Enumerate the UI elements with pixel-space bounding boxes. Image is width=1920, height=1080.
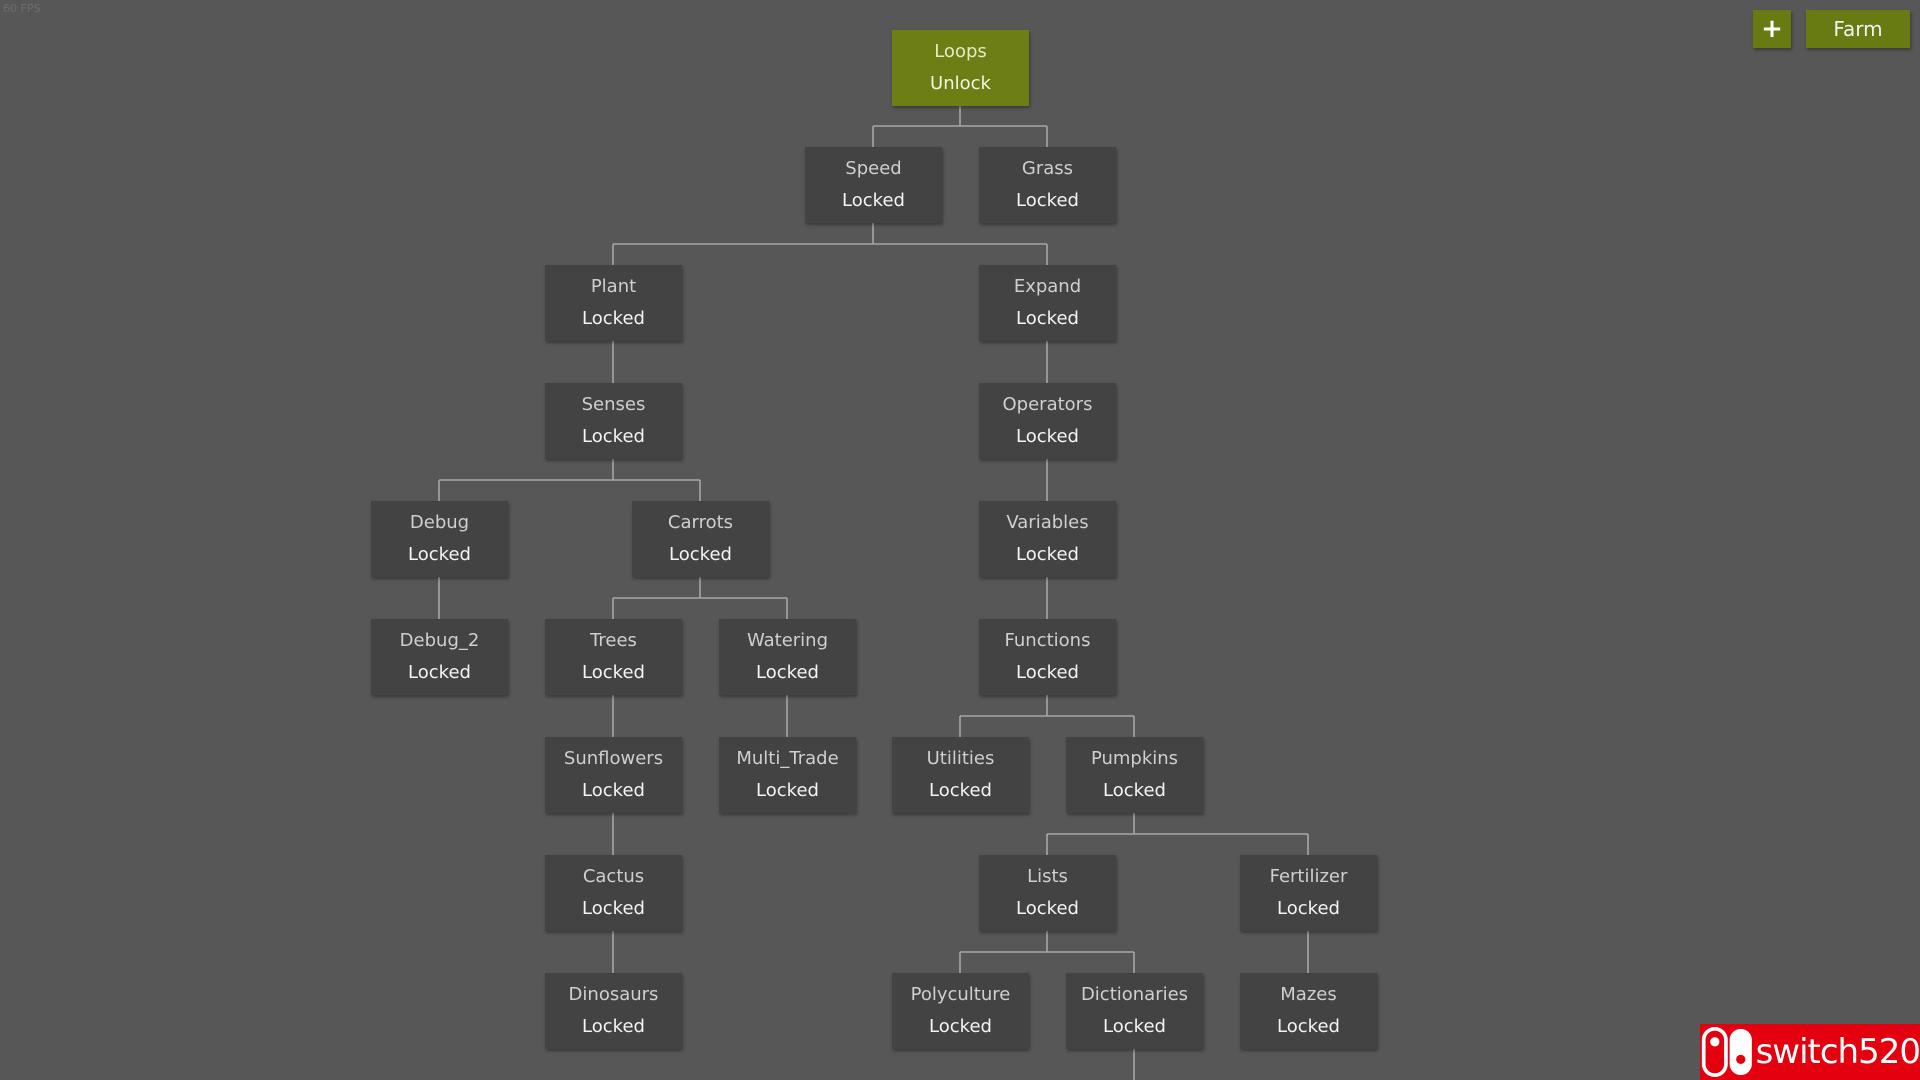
node-status: Locked (1016, 190, 1079, 211)
node-name: Speed (845, 158, 902, 179)
node-debug[interactable]: Debug Locked (371, 501, 508, 577)
node-status: Locked (582, 308, 645, 329)
switch-logo-icon (1701, 1026, 1752, 1078)
node-name: Pumpkins (1090, 748, 1179, 769)
watermark: switch520 (1700, 1024, 1920, 1080)
node-name: Watering (746, 630, 829, 651)
node-fertilizer[interactable]: Fertilizer Locked (1240, 855, 1377, 931)
node-name: Lists (1027, 866, 1068, 887)
node-name: Grass (1021, 158, 1074, 179)
node-carrots[interactable]: Carrots Locked (632, 501, 769, 577)
node-polyculture[interactable]: Polyculture Locked (892, 973, 1029, 1049)
node-name: Utilities (926, 748, 995, 769)
node-status: Locked (1016, 544, 1079, 565)
node-status: Locked (582, 426, 645, 447)
node-status: Locked (1103, 780, 1166, 801)
watermark-text: switch520 (1755, 1032, 1920, 1072)
node-status: Locked (929, 1016, 992, 1037)
node-watering[interactable]: Watering Locked (719, 619, 856, 695)
node-status: Locked (1016, 898, 1079, 919)
node-name: Multi_Trade (736, 748, 839, 769)
node-utilities[interactable]: Utilities Locked (892, 737, 1029, 813)
node-dinosaurs[interactable]: Dinosaurs Locked (545, 973, 682, 1049)
node-status: Locked (408, 544, 471, 565)
fps-counter: 60 FPS (3, 2, 41, 15)
node-name: Senses (581, 394, 646, 415)
node-functions[interactable]: Functions Locked (979, 619, 1116, 695)
node-status: Locked (1277, 898, 1340, 919)
node-status: Locked (582, 662, 645, 683)
node-name: Cactus (582, 866, 645, 887)
node-status: Locked (929, 780, 992, 801)
node-name: Trees (590, 630, 637, 651)
node-variables[interactable]: Variables Locked (979, 501, 1116, 577)
node-name: Dictionaries (1080, 984, 1189, 1005)
plus-icon: + (1761, 14, 1783, 44)
node-status: Locked (1016, 308, 1079, 329)
node-operators[interactable]: Operators Locked (979, 383, 1116, 459)
node-status: Locked (756, 780, 819, 801)
node-name: Functions (1004, 630, 1091, 651)
node-trees[interactable]: Trees Locked (545, 619, 682, 695)
node-pumpkins[interactable]: Pumpkins Locked (1066, 737, 1203, 813)
node-status: Locked (1277, 1016, 1340, 1037)
node-name: Debug (409, 512, 470, 533)
node-name: Plant (590, 276, 637, 297)
node-status: Locked (408, 662, 471, 683)
node-multi-trade[interactable]: Multi_Trade Locked (719, 737, 856, 813)
node-status: Locked (1016, 426, 1079, 447)
node-speed[interactable]: Speed Locked (805, 147, 942, 223)
node-grass[interactable]: Grass Locked (979, 147, 1116, 223)
add-button[interactable]: + (1753, 10, 1791, 48)
node-mazes[interactable]: Mazes Locked (1240, 973, 1377, 1049)
node-dictionaries[interactable]: Dictionaries Locked (1066, 973, 1203, 1049)
node-cactus[interactable]: Cactus Locked (545, 855, 682, 931)
node-lists[interactable]: Lists Locked (979, 855, 1116, 931)
node-status: Locked (669, 544, 732, 565)
node-debug-2[interactable]: Debug_2 Locked (371, 619, 508, 695)
farm-button[interactable]: Farm (1806, 10, 1910, 48)
node-name: Sunflowers (563, 748, 664, 769)
node-status: Locked (1016, 662, 1079, 683)
node-name: Operators (1002, 394, 1093, 415)
node-status: Locked (582, 780, 645, 801)
node-expand[interactable]: Expand Locked (979, 265, 1116, 341)
node-name: Expand (1013, 276, 1082, 297)
node-loops[interactable]: Loops Unlock (892, 30, 1029, 106)
node-status: Locked (582, 1016, 645, 1037)
node-status: Locked (756, 662, 819, 683)
node-senses[interactable]: Senses Locked (545, 383, 682, 459)
node-name: Variables (1006, 512, 1089, 533)
node-name: Carrots (667, 512, 734, 533)
node-status: Unlock (930, 73, 991, 94)
node-plant[interactable]: Plant Locked (545, 265, 682, 341)
node-sunflowers[interactable]: Sunflowers Locked (545, 737, 682, 813)
node-status: Locked (842, 190, 905, 211)
node-name: Loops (934, 41, 987, 62)
node-name: Debug_2 (399, 630, 480, 651)
node-name: Dinosaurs (568, 984, 659, 1005)
node-name: Mazes (1280, 984, 1337, 1005)
node-name: Polyculture (910, 984, 1011, 1005)
node-status: Locked (1103, 1016, 1166, 1037)
node-name: Fertilizer (1269, 866, 1348, 887)
node-status: Locked (582, 898, 645, 919)
